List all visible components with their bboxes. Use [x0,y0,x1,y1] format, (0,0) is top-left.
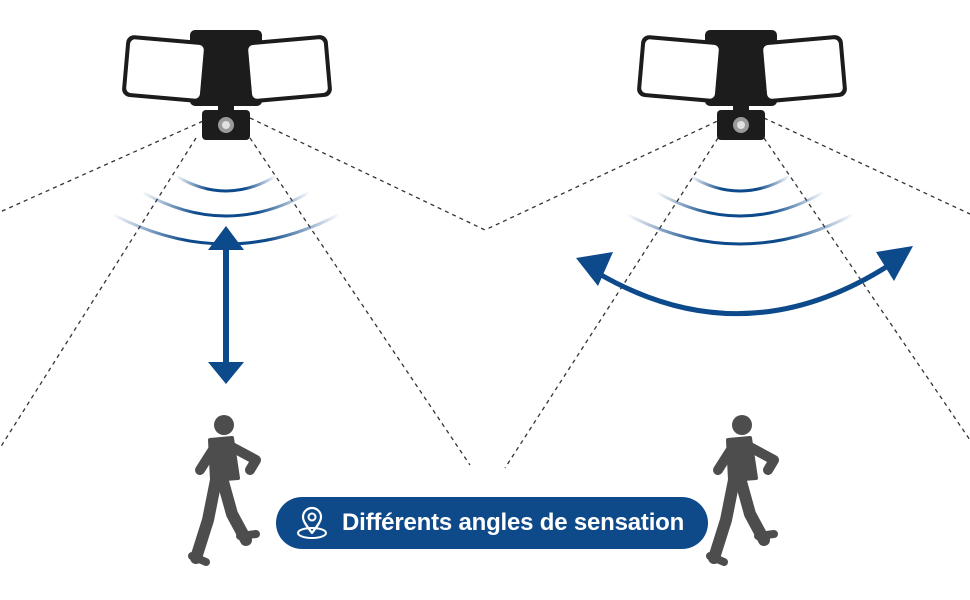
lamp-body [190,30,262,106]
running-person-left [188,415,261,566]
caption-text: Différents angles de sensation [342,509,685,536]
lamp-lens-left [641,39,719,99]
running-person-right [706,415,779,566]
floodlight-right [637,30,847,140]
lamp-lens-right [763,39,843,99]
lamp-lens-right [248,39,328,99]
sensor-waves-right [624,174,856,246]
double-vertical-arrow-icon [208,226,244,384]
floodlight-left [122,30,332,140]
location-pin-icon [297,506,327,539]
detection-lines [0,117,970,469]
sensor-stem [218,96,234,112]
lamp-lens-left [126,39,204,99]
curved-double-arrow-icon [576,246,913,317]
lamp-body [705,30,777,106]
caption-badge: Différents angles de sensation [276,497,708,549]
sensor-stem [733,96,749,112]
